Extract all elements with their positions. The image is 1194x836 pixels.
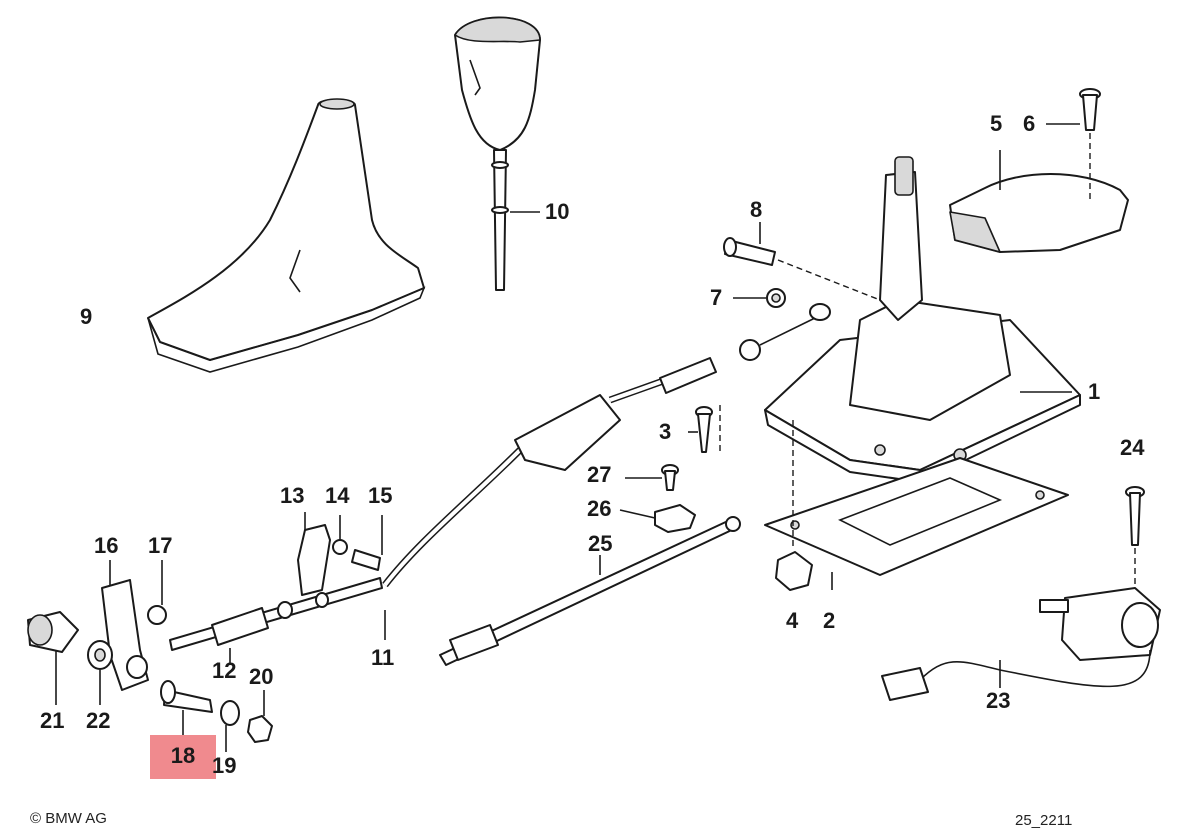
clip-part-4 (775, 420, 813, 591)
copyright-text: © BMW AG (30, 810, 107, 827)
bolt-part-15 (351, 515, 383, 571)
callout-27: 27 (587, 462, 612, 487)
bracket-part-13 (297, 512, 331, 596)
callout-4: 4 (786, 608, 799, 633)
callout-8: 8 (750, 197, 763, 222)
callout-5: 5 (990, 111, 1003, 136)
diagram-code: 25_2211 (1015, 812, 1073, 829)
cable-part-25 (439, 516, 741, 666)
bushing-part-21 (27, 611, 79, 705)
callout-24: 24 (1120, 435, 1145, 460)
bolt-part-24 (1125, 486, 1145, 590)
callout-13: 13 (280, 483, 305, 508)
callout-25: 25 (588, 531, 613, 556)
callout-1: 1 (1088, 379, 1101, 404)
callout-22: 22 (86, 708, 111, 733)
screw-part-27 (625, 464, 679, 491)
screw-part-3 (688, 405, 721, 455)
callout-20: 20 (249, 664, 274, 689)
callout-17: 17 (148, 533, 173, 558)
bolt-part-8 (723, 222, 881, 301)
callout-12: 12 (212, 658, 237, 683)
callout-15: 15 (368, 483, 393, 508)
callout-3: 3 (659, 419, 672, 444)
callout-10: 10 (545, 199, 570, 224)
washer-part-19 (220, 700, 240, 752)
callout-16: 16 (94, 533, 119, 558)
selector-housing-part (764, 156, 1081, 483)
washer-part-14 (332, 515, 348, 555)
callout-26: 26 (587, 496, 612, 521)
bolt-part-18 (160, 680, 213, 740)
rod-part-12 (169, 577, 383, 665)
callout-9: 9 (80, 304, 93, 329)
callout-2: 2 (823, 608, 836, 633)
callout-18-highlighted: 18 (150, 735, 216, 779)
callout-19: 19 (212, 753, 237, 778)
actuator-part-23 (881, 587, 1161, 701)
clamp-part-26 (619, 504, 696, 533)
shift-boot-part (147, 98, 426, 373)
callout-6: 6 (1023, 111, 1036, 136)
nut-part-17 (147, 560, 167, 625)
callout-21: 21 (40, 708, 65, 733)
washer-part-22 (87, 640, 113, 705)
lever-part-16 (101, 560, 149, 691)
shift-cable-part (382, 303, 831, 640)
callout-14: 14 (325, 483, 350, 508)
nut-part-20 (247, 690, 273, 743)
selector-cover-part (949, 150, 1129, 253)
callout-23: 23 (986, 688, 1011, 713)
callout-7: 7 (710, 285, 723, 310)
nut-part-7 (733, 288, 786, 308)
gasket-plate-part (764, 457, 1069, 590)
callout-11: 11 (371, 645, 395, 670)
shift-knob-part (454, 16, 541, 291)
screw-part-6 (1046, 88, 1101, 200)
